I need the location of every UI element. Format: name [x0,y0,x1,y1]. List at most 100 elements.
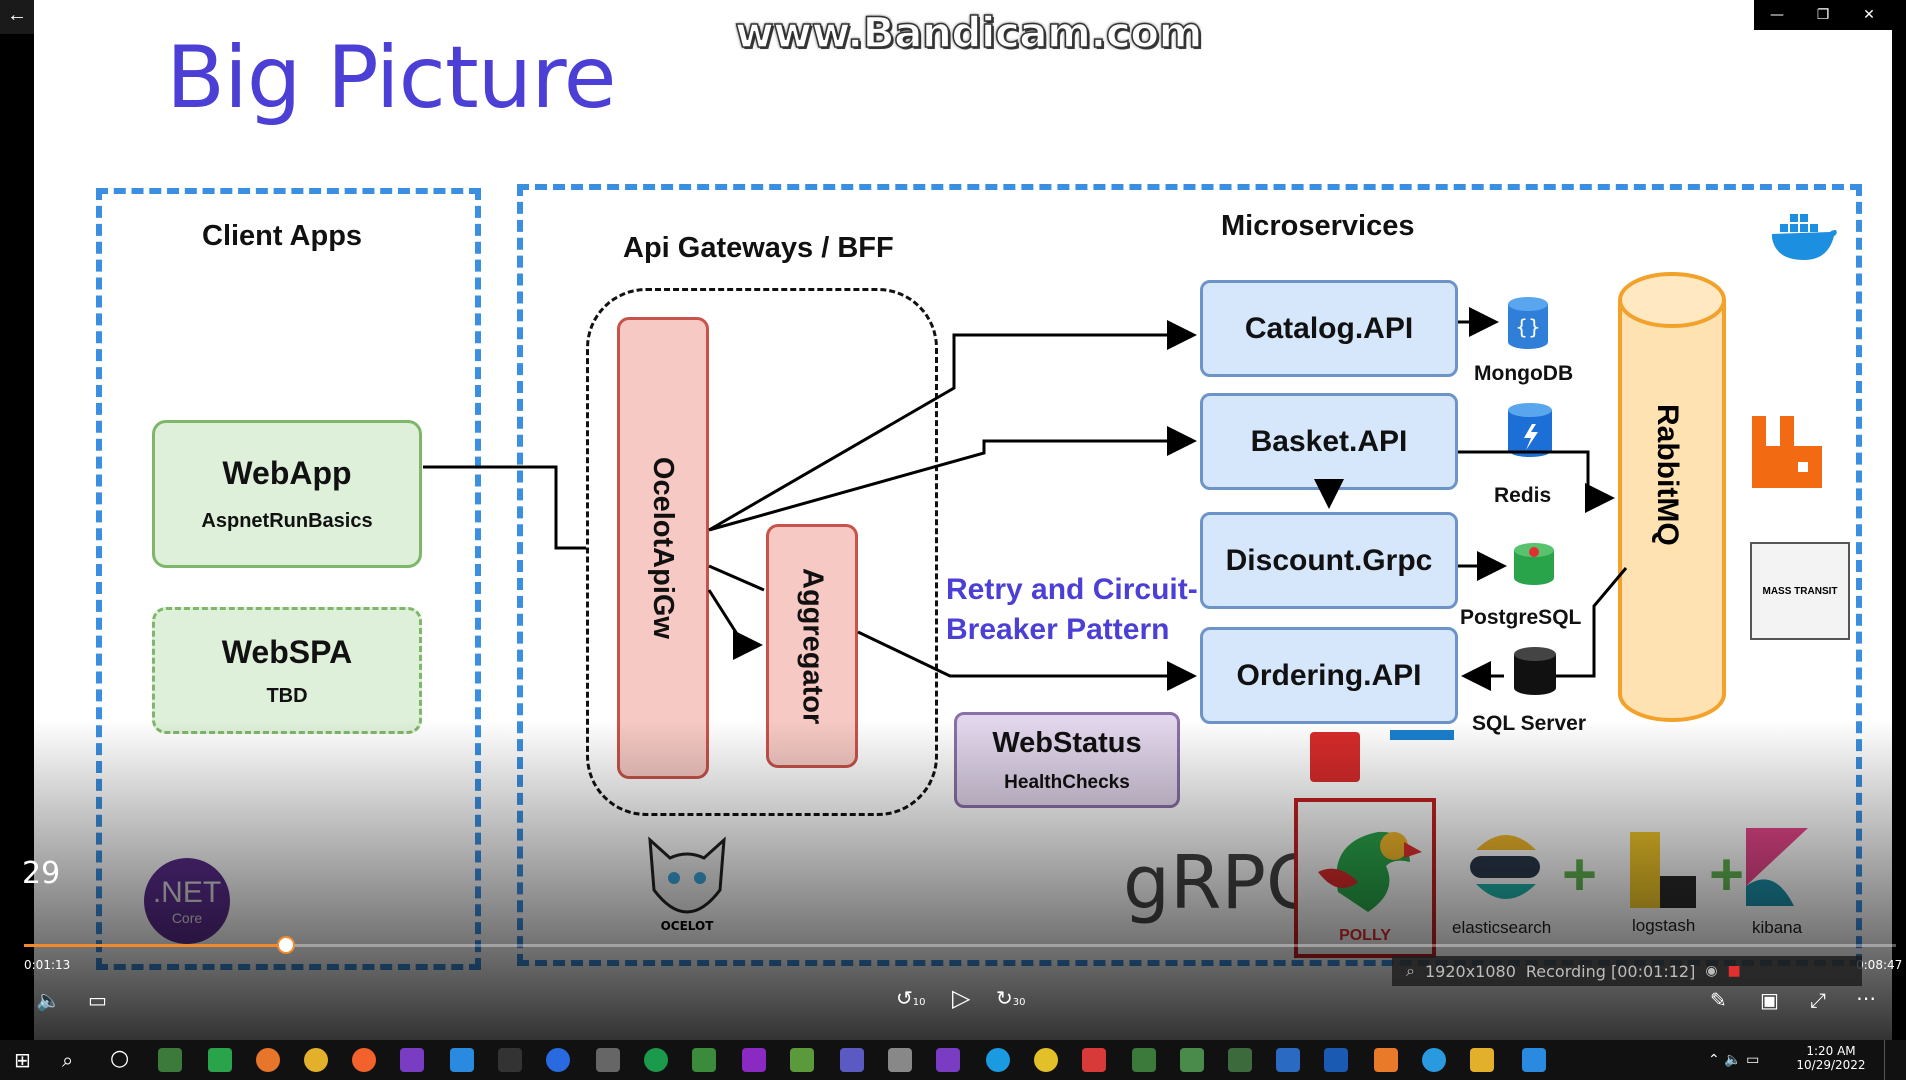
progress-handle[interactable] [277,936,296,954]
rewind-icon[interactable]: ↺10 [896,986,926,1010]
app-icon-8[interactable] [790,1048,814,1072]
close-icon[interactable]: ✕ [1863,7,1875,23]
vscode-icon[interactable] [450,1048,474,1072]
system-tray-icons[interactable]: ⌃ 🔈 ▭ [1708,1052,1760,1068]
app-icon-16[interactable] [1374,1048,1398,1072]
dotnet-logo-line2: Core [171,910,203,926]
search-icon[interactable]: ⌕ [62,1048,74,1072]
retry-line-1: Retry and Circuit- [946,573,1198,606]
pen-icon[interactable]: ✎ [1710,988,1727,1012]
windows-start-icon[interactable]: ⊞ [14,1048,31,1072]
cortana-icon[interactable]: ○ [110,1046,130,1071]
app-icon-10[interactable] [1034,1048,1058,1072]
logstash-label: logstash [1632,916,1696,935]
bandicam-watermark: www.Bandicam.com [734,7,1203,58]
recorder-resolution: 1920x1080 [1424,961,1516,981]
connector-lines [423,307,1628,691]
discount-grpc-box: Discount.Grpc [1200,512,1458,609]
redis-icon [1508,403,1552,457]
captions-icon[interactable]: ▭ [88,988,107,1012]
polly-logo-frame: POLLY [1294,798,1436,958]
app-icon-4[interactable] [546,1048,570,1072]
recorder-status: Recording [00:01:12] [1525,961,1696,981]
app-icon-9[interactable] [888,1048,912,1072]
app-icon-2[interactable] [208,1048,232,1072]
redis-label: Redis [1494,484,1552,507]
back-arrow-icon[interactable]: ← [0,0,34,34]
dotnet-core-logo: .NET Core [144,858,230,944]
picture-in-picture-icon[interactable]: ▣ [1760,988,1779,1012]
file-explorer-icon[interactable] [1470,1048,1494,1072]
aggregator-label: Aggregator [796,567,829,725]
minimize-icon[interactable]: — [1770,7,1784,23]
docker-icon [1772,214,1837,260]
recorder-bar: ⌕ 1920x1080 Recording [00:01:12] ◉ ■ [1392,956,1862,986]
clock[interactable]: 1:20 AM 10/29/2022 [1796,1044,1866,1072]
polly-parrot-icon [1318,831,1422,912]
webspa-title: WebSPA [221,633,353,670]
app-icon-6[interactable] [644,1048,668,1072]
catalog-api-box: Catalog.API [1200,280,1458,377]
microservices-heading: Microservices [1221,210,1415,242]
more-options-icon[interactable]: ⋯ [1856,986,1876,1010]
elasticsearch-label: elasticsearch [1452,918,1552,937]
fullscreen-icon[interactable]: ⤢ [1810,988,1826,1012]
client-apps-heading: Client Apps [202,220,363,252]
mongodb-icon: {} [1508,297,1548,349]
volume-icon[interactable]: 🔈 [36,988,61,1012]
masstransit-logo-icon: MASS TRANSIT [1750,542,1850,640]
plus-sign-2: + [1709,841,1745,908]
rabbitmq-cylinder [1618,272,1726,722]
forward-icon[interactable]: ↻30 [996,986,1026,1010]
show-desktop-button[interactable] [1884,1040,1891,1080]
svg-text:{}: {} [1515,315,1540,339]
play-icon[interactable]: ▷ [952,984,971,1012]
search-icon[interactable]: ⌕ [1406,961,1415,980]
rewind-label: 10 [912,997,926,1008]
slide: Big Picture Client Apps WebApp AspnetRun… [34,0,1892,1040]
teams-icon[interactable] [840,1048,864,1072]
app-icon-5[interactable] [596,1048,620,1072]
app-icon-14[interactable] [1228,1048,1252,1072]
mongodb-label: MongoDB [1474,362,1574,385]
app-icon-1[interactable] [158,1048,182,1072]
app-icon-15[interactable] [1276,1048,1300,1072]
firefox-icon[interactable] [256,1048,280,1072]
app-icon-13[interactable] [1180,1048,1204,1072]
media-player-icon[interactable] [1522,1048,1546,1072]
camera-icon[interactable]: ◉ [1705,963,1718,979]
onenote-icon[interactable] [742,1048,766,1072]
total-time: 0:08:47 [1856,958,1903,972]
visual-studio-icon-2[interactable] [936,1048,960,1072]
webapp-box: WebApp AspnetRunBasics [152,420,422,568]
clock-time: 1:20 AM [1806,1044,1856,1058]
gateway-heading: Api Gateways / BFF [623,232,894,264]
restore-icon[interactable]: ❐ [1816,7,1830,23]
powershell-icon[interactable] [1324,1048,1348,1072]
webspa-subtitle: TBD [266,684,308,707]
skype-icon[interactable] [986,1048,1010,1072]
terminal-icon[interactable] [498,1048,522,1072]
kibana-icon [1746,828,1808,906]
app-icon-11[interactable] [1082,1048,1106,1072]
clock-date: 10/29/2022 [1796,1058,1866,1072]
polly-text: POLLY [1339,927,1391,944]
dotnet-logo-line1: .NET [152,876,222,909]
sqlserver-icon [1514,647,1556,695]
xunit-logo-icon [1310,732,1360,782]
app-icon-7[interactable] [692,1048,716,1072]
app-icon-12[interactable] [1132,1048,1156,1072]
ordering-api-label: Ordering.API [1236,658,1422,692]
app-icon-17[interactable] [1422,1048,1446,1072]
app-icon-3[interactable] [352,1048,376,1072]
ordering-api-box: Ordering.API [1200,627,1458,724]
discount-grpc-label: Discount.Grpc [1225,543,1433,577]
stop-icon[interactable]: ■ [1727,963,1741,979]
window-controls: — ❐ ✕ [1754,0,1892,30]
progress-track[interactable] [24,936,1896,954]
webapp-subtitle: AspnetRunBasics [201,510,373,532]
visual-studio-icon[interactable] [400,1048,424,1072]
grpc-logo: gRPC [1123,840,1318,926]
elasticsearch-icon [1470,835,1540,899]
chrome-icon[interactable] [304,1048,328,1072]
